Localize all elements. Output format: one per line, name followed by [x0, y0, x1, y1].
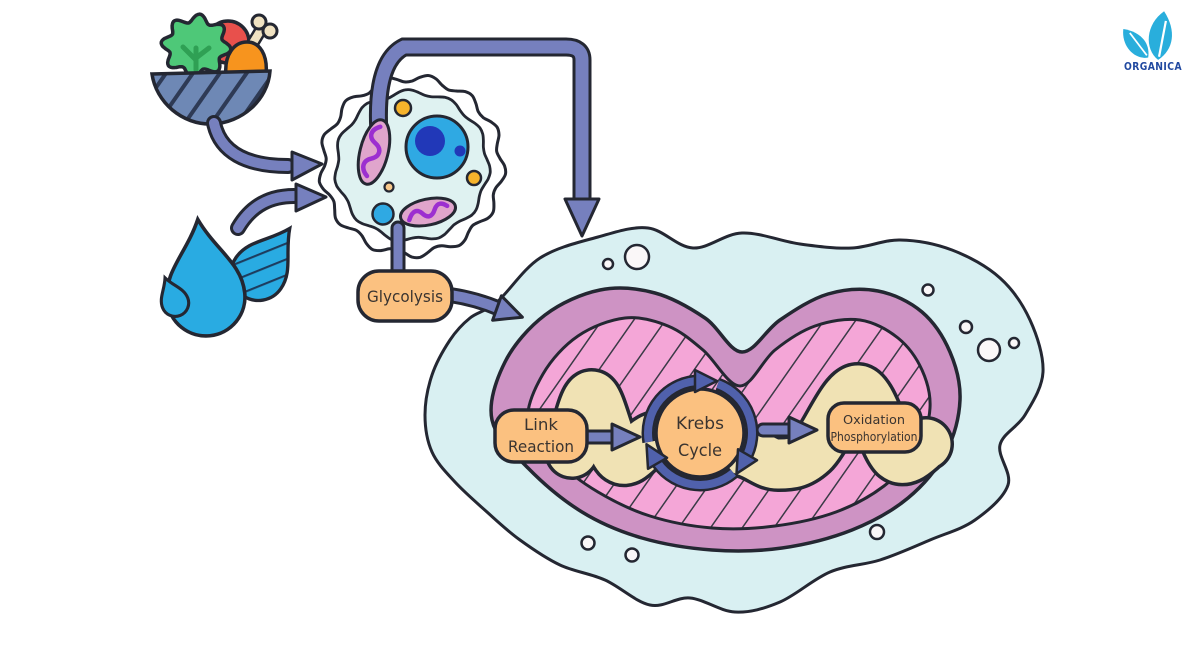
oxidative-phosphorylation-box: [826, 401, 923, 454]
bubble: [921, 283, 935, 297]
krebs-cycle-label-line2: Cycle: [678, 441, 722, 460]
cell-mitochondrion-lower: [398, 196, 458, 228]
bubble: [624, 547, 640, 563]
mitochondrion: Krebs Cycle Link Reaction Oxidation Phos…: [489, 286, 962, 553]
vesicle-orange: [383, 181, 395, 193]
chicken-drumstick: [224, 13, 279, 77]
oxidative-phosphorylation-node: Oxidation Phosphorylation: [826, 401, 923, 454]
vesicle-yellow: [393, 98, 413, 118]
link-reaction-label-line1: Link: [524, 415, 559, 434]
leaves-icon: [1117, 9, 1179, 65]
lettuce: [159, 12, 233, 80]
drumstick-meat: [224, 40, 269, 77]
bubble: [580, 535, 596, 551]
arrow-food-to-cell: [206, 115, 324, 182]
link-reaction-box: [493, 408, 589, 464]
bubble: [601, 257, 615, 271]
oxphos-label-line1: Oxidation: [843, 412, 905, 427]
brand-name: ORGANICA: [1124, 60, 1182, 73]
krebs-cycle-label-line1: Krebs: [676, 414, 724, 433]
glycolysis-box: [356, 269, 454, 323]
vesicle-yellow: [465, 169, 483, 187]
arrow-water-to-cell: [230, 182, 328, 236]
krebs-cycle-node: Krebs Cycle: [641, 368, 759, 492]
ring-arrowhead: [693, 368, 719, 394]
bubble: [1007, 336, 1021, 350]
ring-arrowhead: [735, 447, 759, 475]
link-reaction-node: Link Reaction: [493, 408, 589, 464]
ring-arrowhead: [645, 443, 669, 471]
bubble: [623, 243, 651, 271]
vesicle-blue: [371, 202, 395, 226]
link-reaction-label-line2: Reaction: [508, 437, 574, 456]
bubble: [868, 523, 886, 541]
food-bowl-icon: [149, 12, 279, 126]
oxphos-label-line2: Phosphorylation: [831, 429, 918, 444]
cell-mitochondrion-upper: [356, 118, 392, 186]
cytoplasm-bubbles: [580, 243, 1021, 563]
krebs-cycle-ring: [641, 368, 759, 492]
bubble: [976, 337, 1002, 363]
glycolysis-node: Glycolysis: [356, 269, 454, 323]
bubble: [958, 319, 974, 335]
arrow-krebs-to-oxphos: [755, 415, 819, 445]
nucleolus: [415, 126, 445, 156]
organica-logo: ORGANICA: [1117, 9, 1182, 73]
arrow-link-to-krebs: [578, 422, 642, 452]
animal-cell: [317, 73, 508, 260]
arrow-glycolysis-to-mitochondrion: [442, 287, 524, 322]
krebs-cycle-circle: [654, 387, 746, 479]
lettuce-stem: [180, 44, 212, 73]
glycolysis-label: Glycolysis: [367, 287, 443, 306]
nucleus-dot: [454, 145, 466, 157]
arrow-cell-to-mitochondrion-region: [368, 37, 601, 238]
